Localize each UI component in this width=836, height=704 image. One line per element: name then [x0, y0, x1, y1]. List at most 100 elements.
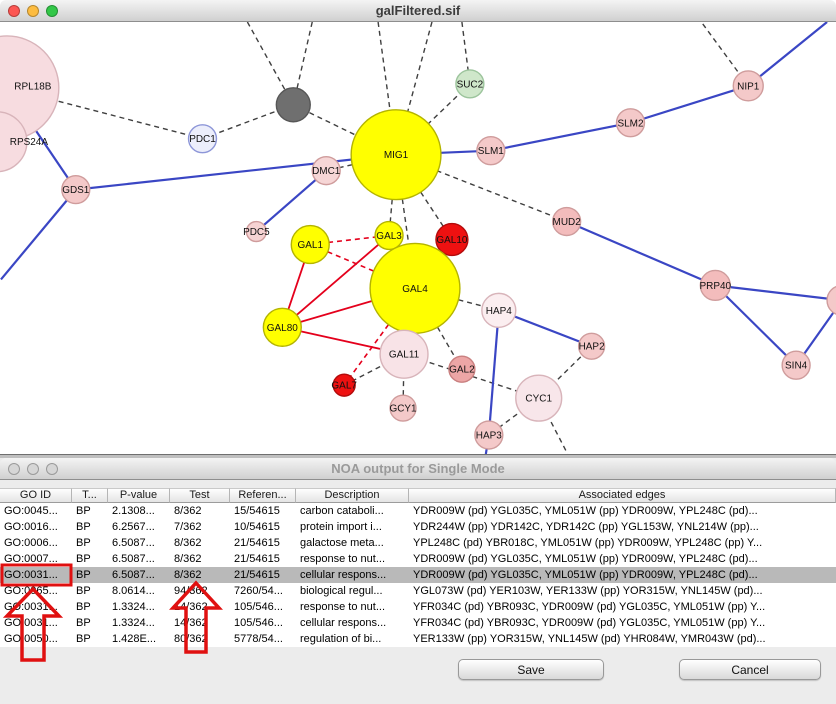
- table-cell-description: cellular respons...: [300, 617, 387, 629]
- minimize-button[interactable]: [27, 463, 39, 475]
- close-button[interactable]: [8, 463, 20, 475]
- table-cell-associated_edges: YDR009W (pd) YGL035C, YML051W (pp) YDR00…: [413, 569, 758, 581]
- cancel-button[interactable]: Cancel: [679, 659, 821, 680]
- graph-node-PRP40[interactable]: [699, 269, 731, 302]
- graph-node-PDC5[interactable]: [245, 220, 268, 243]
- graph-edge[interactable]: [747, 22, 828, 87]
- table-cell-reference: 10/54615: [234, 521, 280, 533]
- graph-node-GAL10[interactable]: [435, 222, 469, 257]
- column-header-reference[interactable]: Referen...: [230, 488, 296, 503]
- table-cell-description: galactose meta...: [300, 537, 384, 549]
- network-window-title: galFiltered.sif: [375, 3, 461, 18]
- network-window-titlebar[interactable]: galFiltered.sif: [0, 0, 836, 22]
- graph-edge[interactable]: [414, 288, 463, 370]
- graph-node-GAL11[interactable]: [379, 329, 429, 379]
- zoom-button[interactable]: [46, 463, 58, 475]
- graph-node-NIP1[interactable]: [732, 70, 764, 102]
- graph-edge[interactable]: [395, 154, 453, 240]
- column-header-p_value[interactable]: P-value: [108, 488, 170, 503]
- column-header-go_id[interactable]: GO ID: [0, 488, 72, 503]
- table-cell-associated_edges: YER133W (pp) YOR315W, YNL145W (pd) YHR08…: [413, 633, 766, 645]
- graph-node-label-CYC1: CYC1: [525, 394, 552, 405]
- table-cell-reference: 21/54615: [234, 537, 280, 549]
- save-button[interactable]: Save: [458, 659, 604, 680]
- column-header-type[interactable]: T...: [72, 488, 108, 503]
- graph-node-DMC1[interactable]: [311, 155, 341, 186]
- graph-node-GAL80[interactable]: [262, 307, 302, 347]
- noa-window-titlebar[interactable]: NOA output for Single Mode: [0, 458, 836, 480]
- table-cell-test: 8/362: [174, 537, 202, 549]
- graph-node-label-SLM1: SLM1: [478, 146, 504, 157]
- graph-node-label-HAP4: HAP4: [486, 306, 512, 317]
- table-cell-reference: 21/54615: [234, 553, 280, 565]
- graph-node-GAL7[interactable]: [332, 373, 356, 397]
- graph-edge[interactable]: [292, 104, 397, 156]
- table-cell-type: BP: [76, 521, 91, 533]
- graph-node-CYC1[interactable]: [515, 374, 563, 422]
- table-cell-associated_edges: YGL073W (pd) YER103W, YER133W (pp) YOR31…: [413, 585, 763, 597]
- graph-edge[interactable]: [6, 87, 203, 140]
- graph-node-SUC2[interactable]: [455, 69, 485, 99]
- graph-node-MIG1[interactable]: [350, 109, 442, 201]
- graph-edge[interactable]: [630, 84, 749, 124]
- graph-edge[interactable]: [75, 153, 397, 191]
- graph-node-RPS24A[interactable]: [0, 111, 28, 173]
- graph-edge[interactable]: [0, 188, 77, 281]
- close-button[interactable]: [8, 5, 20, 17]
- table-cell-go_id: GO:0007...: [4, 553, 58, 565]
- graph-node-HAP3[interactable]: [474, 420, 504, 450]
- table-cell-description: protein import i...: [300, 521, 382, 533]
- graph-node-HAP2[interactable]: [577, 332, 606, 360]
- zoom-button[interactable]: [46, 5, 58, 17]
- graph-edge[interactable]: [461, 22, 471, 84]
- graph-node-MUD2[interactable]: [551, 206, 582, 237]
- graph-edge[interactable]: [281, 234, 390, 328]
- graph-node-GAL2[interactable]: [448, 355, 476, 383]
- graph-node-label-NIP1: NIP1: [737, 81, 760, 92]
- column-header-test[interactable]: Test: [170, 488, 230, 503]
- column-header-associated_edges[interactable]: Associated edges: [409, 488, 836, 503]
- graph-edge[interactable]: [246, 22, 294, 106]
- table-cell-test: 14/362: [174, 601, 208, 613]
- graph-edge[interactable]: [487, 310, 500, 436]
- network-graph[interactable]: RPL18BRPS24AGDS1PDC1DMC1MIG1SUC2SLM1SLM2…: [0, 22, 836, 455]
- table-cell-reference: 105/546...: [234, 617, 283, 629]
- graph-node-label-PDC1: PDC1: [189, 134, 216, 145]
- graph-node-SLM2[interactable]: [615, 108, 646, 138]
- table-cell-p_value: 8.0614...: [112, 585, 155, 597]
- graph-node-GAL3[interactable]: [374, 220, 404, 251]
- graph-edge[interactable]: [202, 104, 294, 140]
- table-cell-go_id: GO:0045...: [4, 505, 58, 517]
- graph-node-HAP4[interactable]: [481, 292, 517, 328]
- graph-node-PDC1[interactable]: [187, 124, 218, 154]
- minimize-button[interactable]: [27, 5, 39, 17]
- column-header-description[interactable]: Description: [296, 488, 409, 503]
- graph-node-SIN4[interactable]: [781, 350, 811, 380]
- graph-edge[interactable]: [714, 284, 797, 366]
- graph-edge[interactable]: [715, 284, 836, 301]
- graph-node-EDGE_R[interactable]: [826, 285, 836, 315]
- graph-node-GCY1[interactable]: [389, 394, 417, 422]
- graph-edge[interactable]: [566, 220, 716, 287]
- graph-edge[interactable]: [255, 169, 327, 233]
- graph-node-GAL1[interactable]: [290, 224, 330, 265]
- graph-node-label-RPL18B: RPL18B: [14, 81, 51, 92]
- table-cell-description: response to nut...: [300, 553, 385, 565]
- graph-node-GRAY[interactable]: [275, 87, 311, 123]
- graph-node-label-RPS24A: RPS24A: [10, 137, 49, 148]
- graph-node-GDS1[interactable]: [61, 174, 91, 205]
- graph-edge[interactable]: [395, 22, 433, 155]
- graph-node-SLM1[interactable]: [476, 136, 506, 166]
- graph-edge[interactable]: [490, 121, 631, 152]
